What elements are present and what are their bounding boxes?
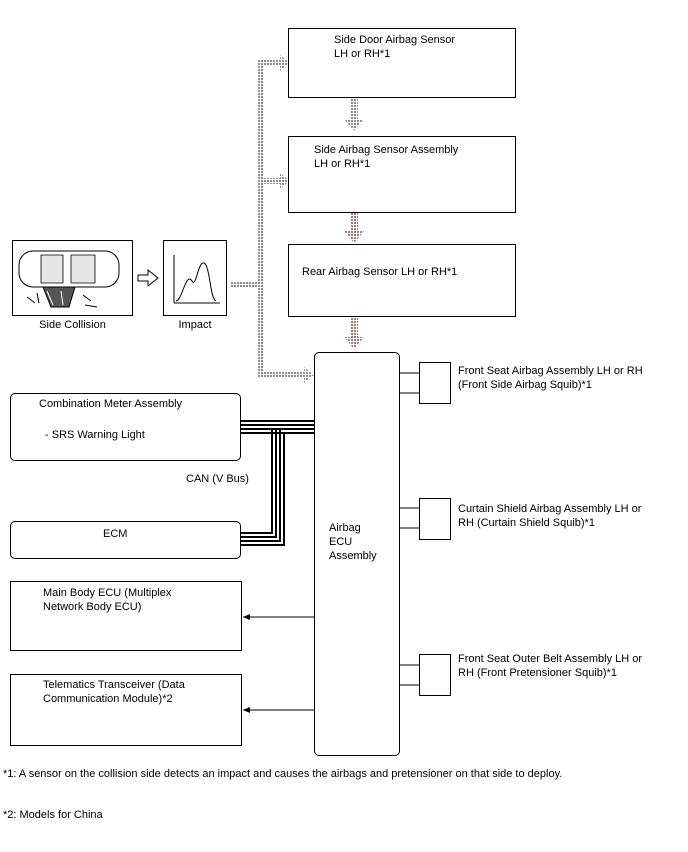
front-seat-airbag-label: Front Seat Airbag Assembly LH or RH (Fro… <box>458 365 643 391</box>
can-bus-label: CAN (V Bus) <box>186 473 249 485</box>
rear-sensor-label: Rear Airbag Sensor LH or RH*1 <box>302 266 458 278</box>
sensor-chain-arrows <box>344 98 364 349</box>
ecm-label: ECM <box>103 528 128 540</box>
impact-waveform-icon <box>173 255 220 304</box>
side-airbag-sensor-box: Side Airbag Sensor Assembly LH or RH*1 <box>288 136 516 213</box>
outer-belt-label: Front Seat Outer Belt Assembly LH or RH … <box>458 653 643 679</box>
main-body-ecu-label: Main Body ECU (Multiplex Network Body EC… <box>43 587 172 613</box>
airbag-ecu-label: Airbag ECU Assembly <box>329 522 377 562</box>
combination-meter-label: Combination Meter Assembly <box>39 398 183 410</box>
airbag-ecu-box: Airbag ECU Assembly <box>314 352 400 756</box>
footnote-2: *2: Models for China <box>3 809 103 821</box>
front-seat-airbag-connector <box>419 362 451 404</box>
impact-graph-box <box>163 240 227 316</box>
ecm-box: ECM <box>10 521 241 559</box>
side-door-sensor-label: Side Door Airbag Sensor LH or RH*1 <box>334 34 456 60</box>
telematics-label: Telematics Transceiver (Data Communicati… <box>43 679 185 705</box>
side-airbag-sensor-label: Side Airbag Sensor Assembly LH or RH*1 <box>314 144 459 170</box>
srs-warning-label: - SRS Warning Light <box>45 429 145 441</box>
main-body-ecu-box: Main Body ECU (Multiplex Network Body EC… <box>10 581 242 651</box>
side-door-sensor-box: Side Door Airbag Sensor LH or RH*1 <box>288 28 516 98</box>
curtain-shield-connector <box>419 498 451 540</box>
car-top-view-icon <box>18 250 120 308</box>
outer-belt-connector <box>419 654 451 696</box>
impact-caption: Impact <box>178 319 212 331</box>
side-collision-caption: Side Collision <box>39 319 106 331</box>
rear-sensor-box: Rear Airbag Sensor LH or RH*1 <box>288 244 516 317</box>
side-collision-image <box>12 240 133 316</box>
collision-to-impact-arrow <box>137 268 159 288</box>
impact-signal-bus <box>231 55 314 383</box>
can-bus-lines <box>241 420 314 546</box>
ecu-output-arrows <box>243 614 314 713</box>
telematics-box: Telematics Transceiver (Data Communicati… <box>10 674 242 746</box>
footnote-1: *1: A sensor on the collision side detec… <box>3 768 563 780</box>
curtain-shield-label: Curtain Shield Airbag Assembly LH or RH … <box>458 503 642 529</box>
combination-meter-box: Combination Meter Assembly - SRS Warning… <box>10 393 241 461</box>
